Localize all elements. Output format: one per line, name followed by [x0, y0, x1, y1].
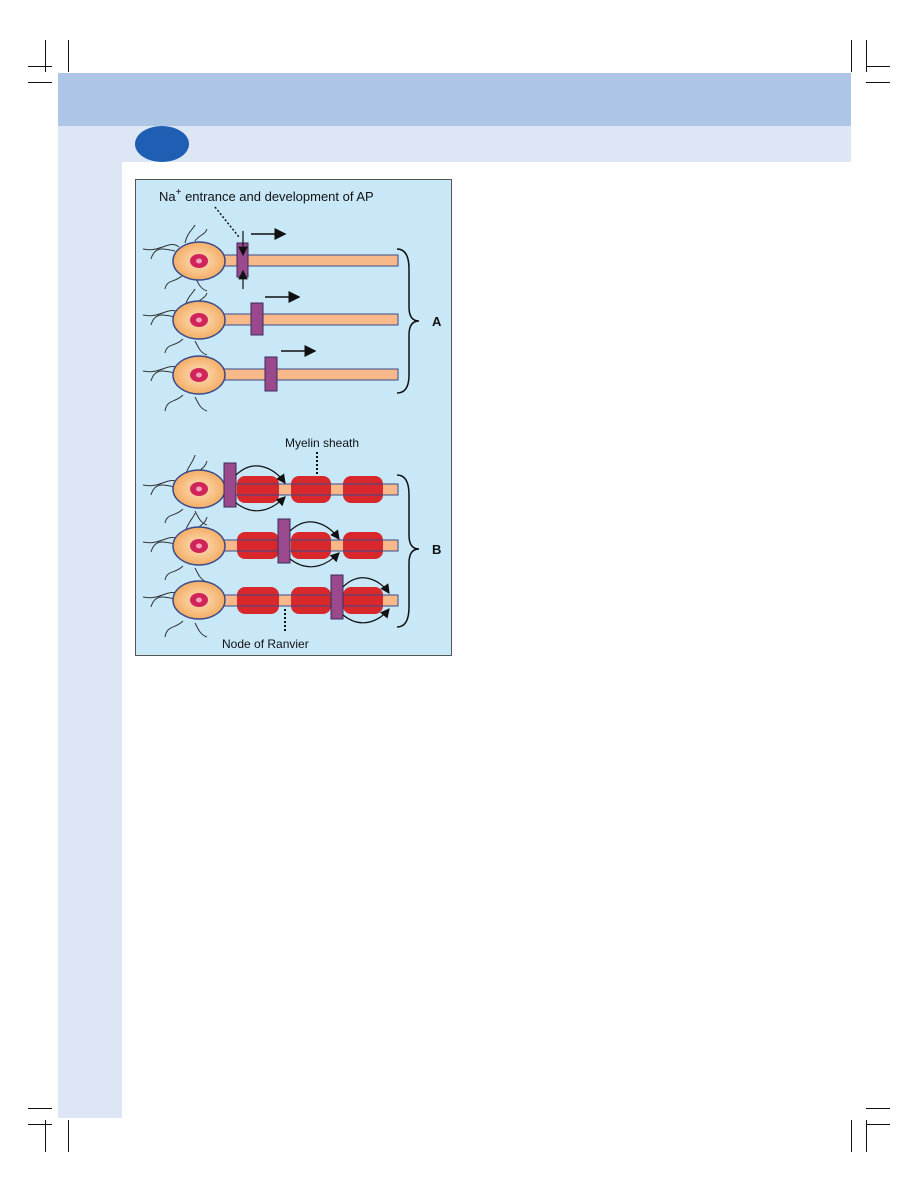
myelin-segment [343, 587, 383, 614]
myelin-segment [237, 476, 279, 503]
side-margin-strip [58, 162, 122, 1118]
crop-mark [866, 1120, 867, 1152]
saltatory-arrow [235, 465, 286, 484]
subheader-band [58, 126, 851, 162]
action-potential-marker [330, 574, 344, 620]
saltatory-arrow [342, 577, 390, 594]
conduction-figure: Na+ entrance and development of AP [135, 179, 452, 656]
myelin-segment [343, 476, 383, 503]
node-of-ranvier-label: Node of Ranvier [222, 637, 309, 651]
crop-mark [28, 1108, 52, 1109]
conduction-diagram: Na+ entrance and development of AP [135, 179, 452, 656]
saltatory-arrow [235, 496, 286, 512]
crop-mark [866, 1124, 890, 1125]
saltatory-arrow [289, 521, 340, 540]
action-potential-marker [264, 356, 278, 392]
myelin-segment [291, 476, 331, 503]
saltatory-arrow [342, 608, 390, 624]
pointer-line [214, 206, 240, 238]
neuron-a1 [142, 224, 399, 292]
crop-mark [28, 82, 52, 83]
action-potential-marker [250, 302, 264, 336]
crop-mark [45, 40, 46, 72]
group-b-label: B [432, 542, 441, 557]
myelin-segment [291, 532, 331, 559]
myelin-segment [343, 532, 383, 559]
crop-mark [28, 66, 52, 67]
myelin-segment [291, 587, 331, 614]
saltatory-arrow [289, 552, 340, 568]
header-band [58, 73, 851, 126]
action-potential-marker [277, 518, 291, 564]
crop-mark [866, 82, 890, 83]
group-a-label: A [432, 314, 442, 329]
neuron-a3 [142, 345, 399, 412]
myelin-segment [237, 587, 279, 614]
crop-mark [851, 1120, 852, 1152]
action-potential-marker [223, 462, 237, 508]
crop-mark [866, 1108, 890, 1109]
na-entrance-label: Na+ entrance and development of AP [159, 187, 374, 204]
chapter-badge [135, 126, 189, 162]
crop-mark [68, 1120, 69, 1152]
myelin-sheath-label: Myelin sheath [285, 436, 359, 450]
neuron-a2 [142, 288, 399, 356]
crop-mark [866, 66, 890, 67]
neuron-b3 [142, 574, 399, 638]
bracket-a [396, 248, 420, 394]
crop-mark [45, 1120, 46, 1152]
crop-mark [866, 40, 867, 72]
neuron-b2 [142, 512, 399, 583]
crop-mark [28, 1124, 52, 1125]
neuron-b1 [142, 454, 399, 526]
bracket-b [396, 474, 420, 628]
crop-mark [68, 40, 69, 72]
crop-mark [851, 40, 852, 72]
myelin-segment [237, 532, 279, 559]
